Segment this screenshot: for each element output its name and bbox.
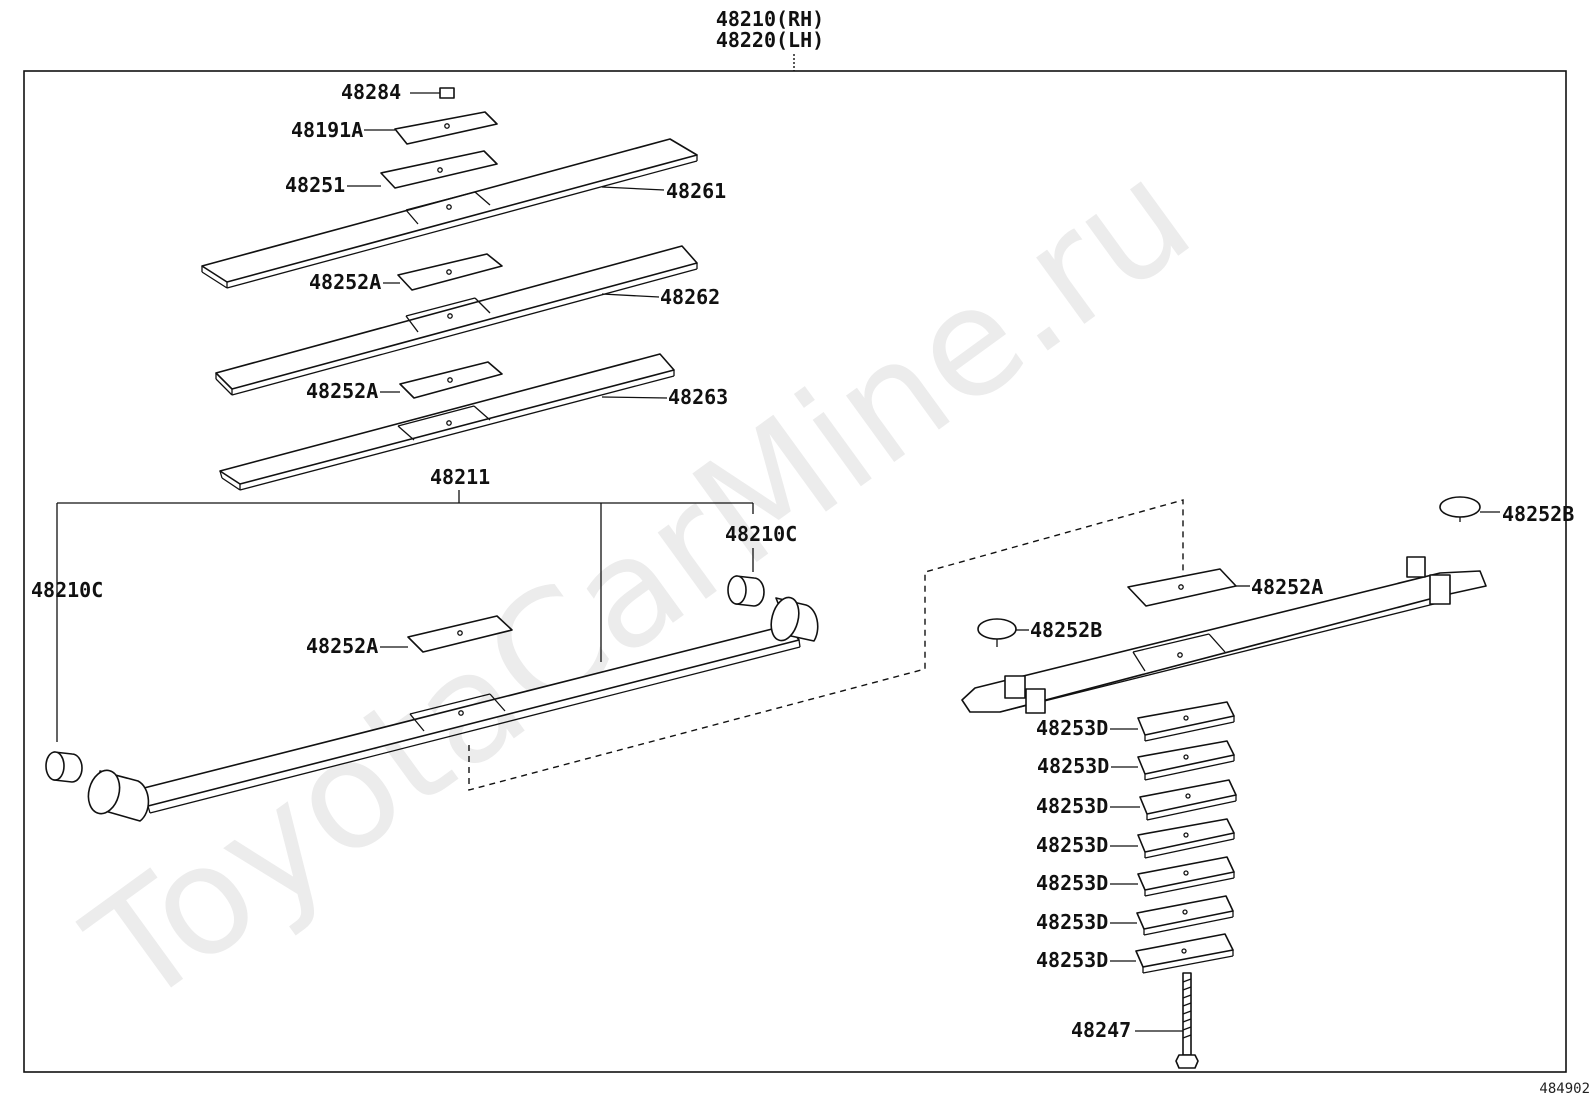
label-48253d-6: 48253D [1036, 910, 1108, 934]
bracket-48211 [56, 490, 754, 742]
leaf-48211-main [87, 596, 819, 822]
diagram-frame [23, 70, 1567, 1073]
spacer-48253d-6 [1136, 895, 1234, 936]
label-48252a-4: 48252A [1251, 575, 1323, 599]
label-48253d-5: 48253D [1036, 871, 1108, 895]
cap-48252b-mid [977, 618, 1017, 647]
label-48253d-7: 48253D [1036, 948, 1108, 972]
label-48252a-3: 48252A [306, 634, 378, 658]
nut-48284 [439, 87, 455, 99]
label-48253d-4: 48253D [1036, 833, 1108, 857]
pad-48252a-1 [397, 253, 503, 291]
label-48252a-1: 48252A [309, 270, 381, 294]
bushing-48210c-right [727, 575, 765, 607]
label-48284: 48284 [341, 80, 401, 104]
cap-48252b-top [1439, 496, 1481, 522]
assembly-rh-label: 48210(RH) [716, 7, 824, 31]
spacer-48253d-1 [1137, 701, 1235, 742]
spacer-48253d-2 [1137, 740, 1235, 781]
label-48252b-mid: 48252B [1030, 618, 1102, 642]
pad-48252a-4 [1127, 568, 1237, 607]
leaf-48261 [201, 138, 698, 289]
spacer-48253d-7 [1135, 933, 1234, 974]
label-48252a-2: 48252A [306, 379, 378, 403]
label-48191a: 48191A [291, 118, 363, 142]
label-48262: 48262 [660, 285, 720, 309]
spacer-48253d-3 [1139, 779, 1237, 821]
spacer-48253d-4 [1137, 818, 1235, 859]
label-48247: 48247 [1071, 1018, 1131, 1042]
leaf-48262 [215, 245, 698, 396]
label-48263: 48263 [668, 385, 728, 409]
bushing-48210c-left [45, 751, 83, 783]
spacer-48253d-5 [1137, 856, 1235, 897]
assembly-lh-label: 48220(LH) [716, 28, 824, 52]
label-48253d-3: 48253D [1036, 794, 1108, 818]
label-48251: 48251 [285, 173, 345, 197]
label-48211: 48211 [430, 465, 490, 489]
pad-48252a-3 [407, 615, 513, 653]
label-48253d-1: 48253D [1036, 716, 1108, 740]
pad-48252a-2 [399, 361, 503, 399]
alignment-dashed-line [468, 499, 1184, 791]
bolt-48247 [1175, 972, 1199, 1069]
label-48253d-2: 48253D [1037, 754, 1109, 778]
leaf-48263 [219, 353, 675, 491]
label-48261: 48261 [666, 179, 726, 203]
label-48210c-right: 48210C [725, 522, 797, 546]
pad-48251 [380, 150, 498, 189]
diagram-id: 484902 [1539, 1081, 1590, 1097]
label-48210c-left: 48210C [31, 578, 103, 602]
helper-leaf [961, 556, 1487, 714]
label-48252b-top: 48252B [1502, 502, 1574, 526]
